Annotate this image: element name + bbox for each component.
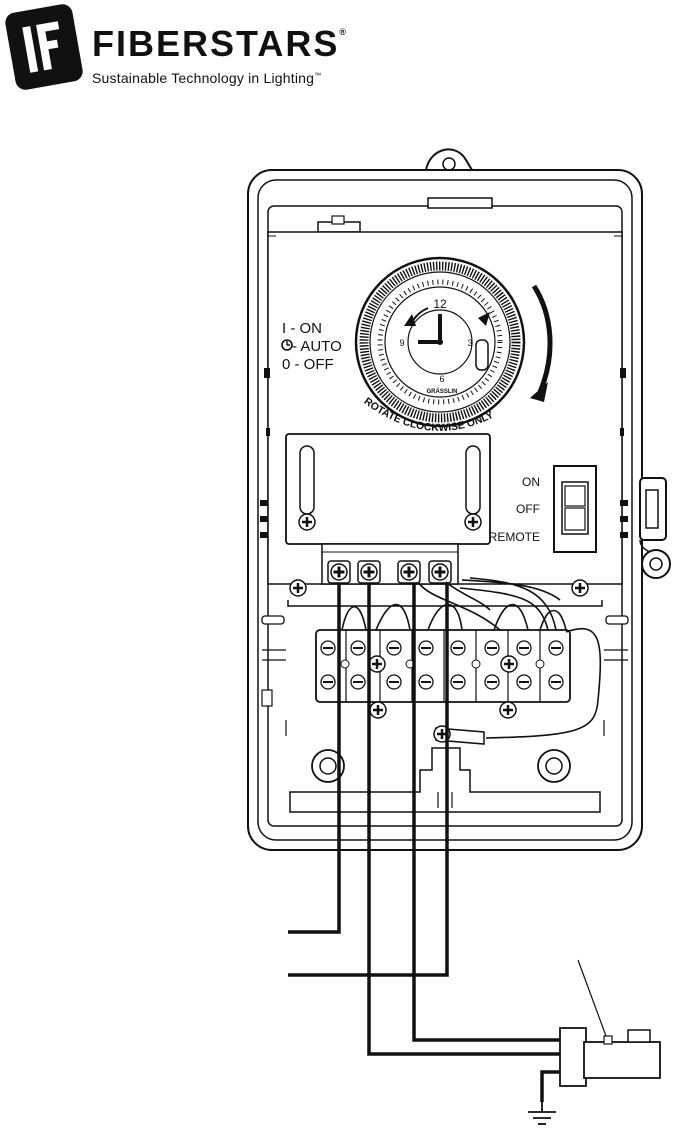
dial-number-3: 3 [467, 338, 472, 348]
screw-icon [328, 561, 350, 583]
screw-icon [370, 702, 386, 718]
dial-number-12: 12 [433, 297, 447, 311]
screw-icon [369, 656, 385, 672]
dial-number-6: 6 [439, 374, 444, 384]
screw-icon [299, 514, 315, 530]
screw-icon [501, 656, 517, 672]
switch-remote-label: REMOTE [489, 530, 540, 544]
screw-icon [465, 514, 481, 530]
dial-number-9: 9 [399, 338, 404, 348]
screw-icon [572, 580, 588, 596]
ground-icon [528, 1102, 556, 1124]
screw-icon [290, 580, 306, 596]
mode-auto-label: - AUTO [292, 338, 342, 355]
switch-off-label: OFF [516, 502, 540, 516]
dial-maker: GRÄSSLIN [426, 388, 457, 395]
mode-on-label: I - ON [282, 320, 322, 337]
switch-on-label: ON [522, 475, 540, 489]
screw-icon [429, 561, 451, 583]
mode-off-label: 0 - OFF [282, 356, 334, 373]
screw-icon [500, 702, 516, 718]
load-device [560, 960, 660, 1086]
screw-icon [398, 561, 420, 583]
screw-icon [358, 561, 380, 583]
